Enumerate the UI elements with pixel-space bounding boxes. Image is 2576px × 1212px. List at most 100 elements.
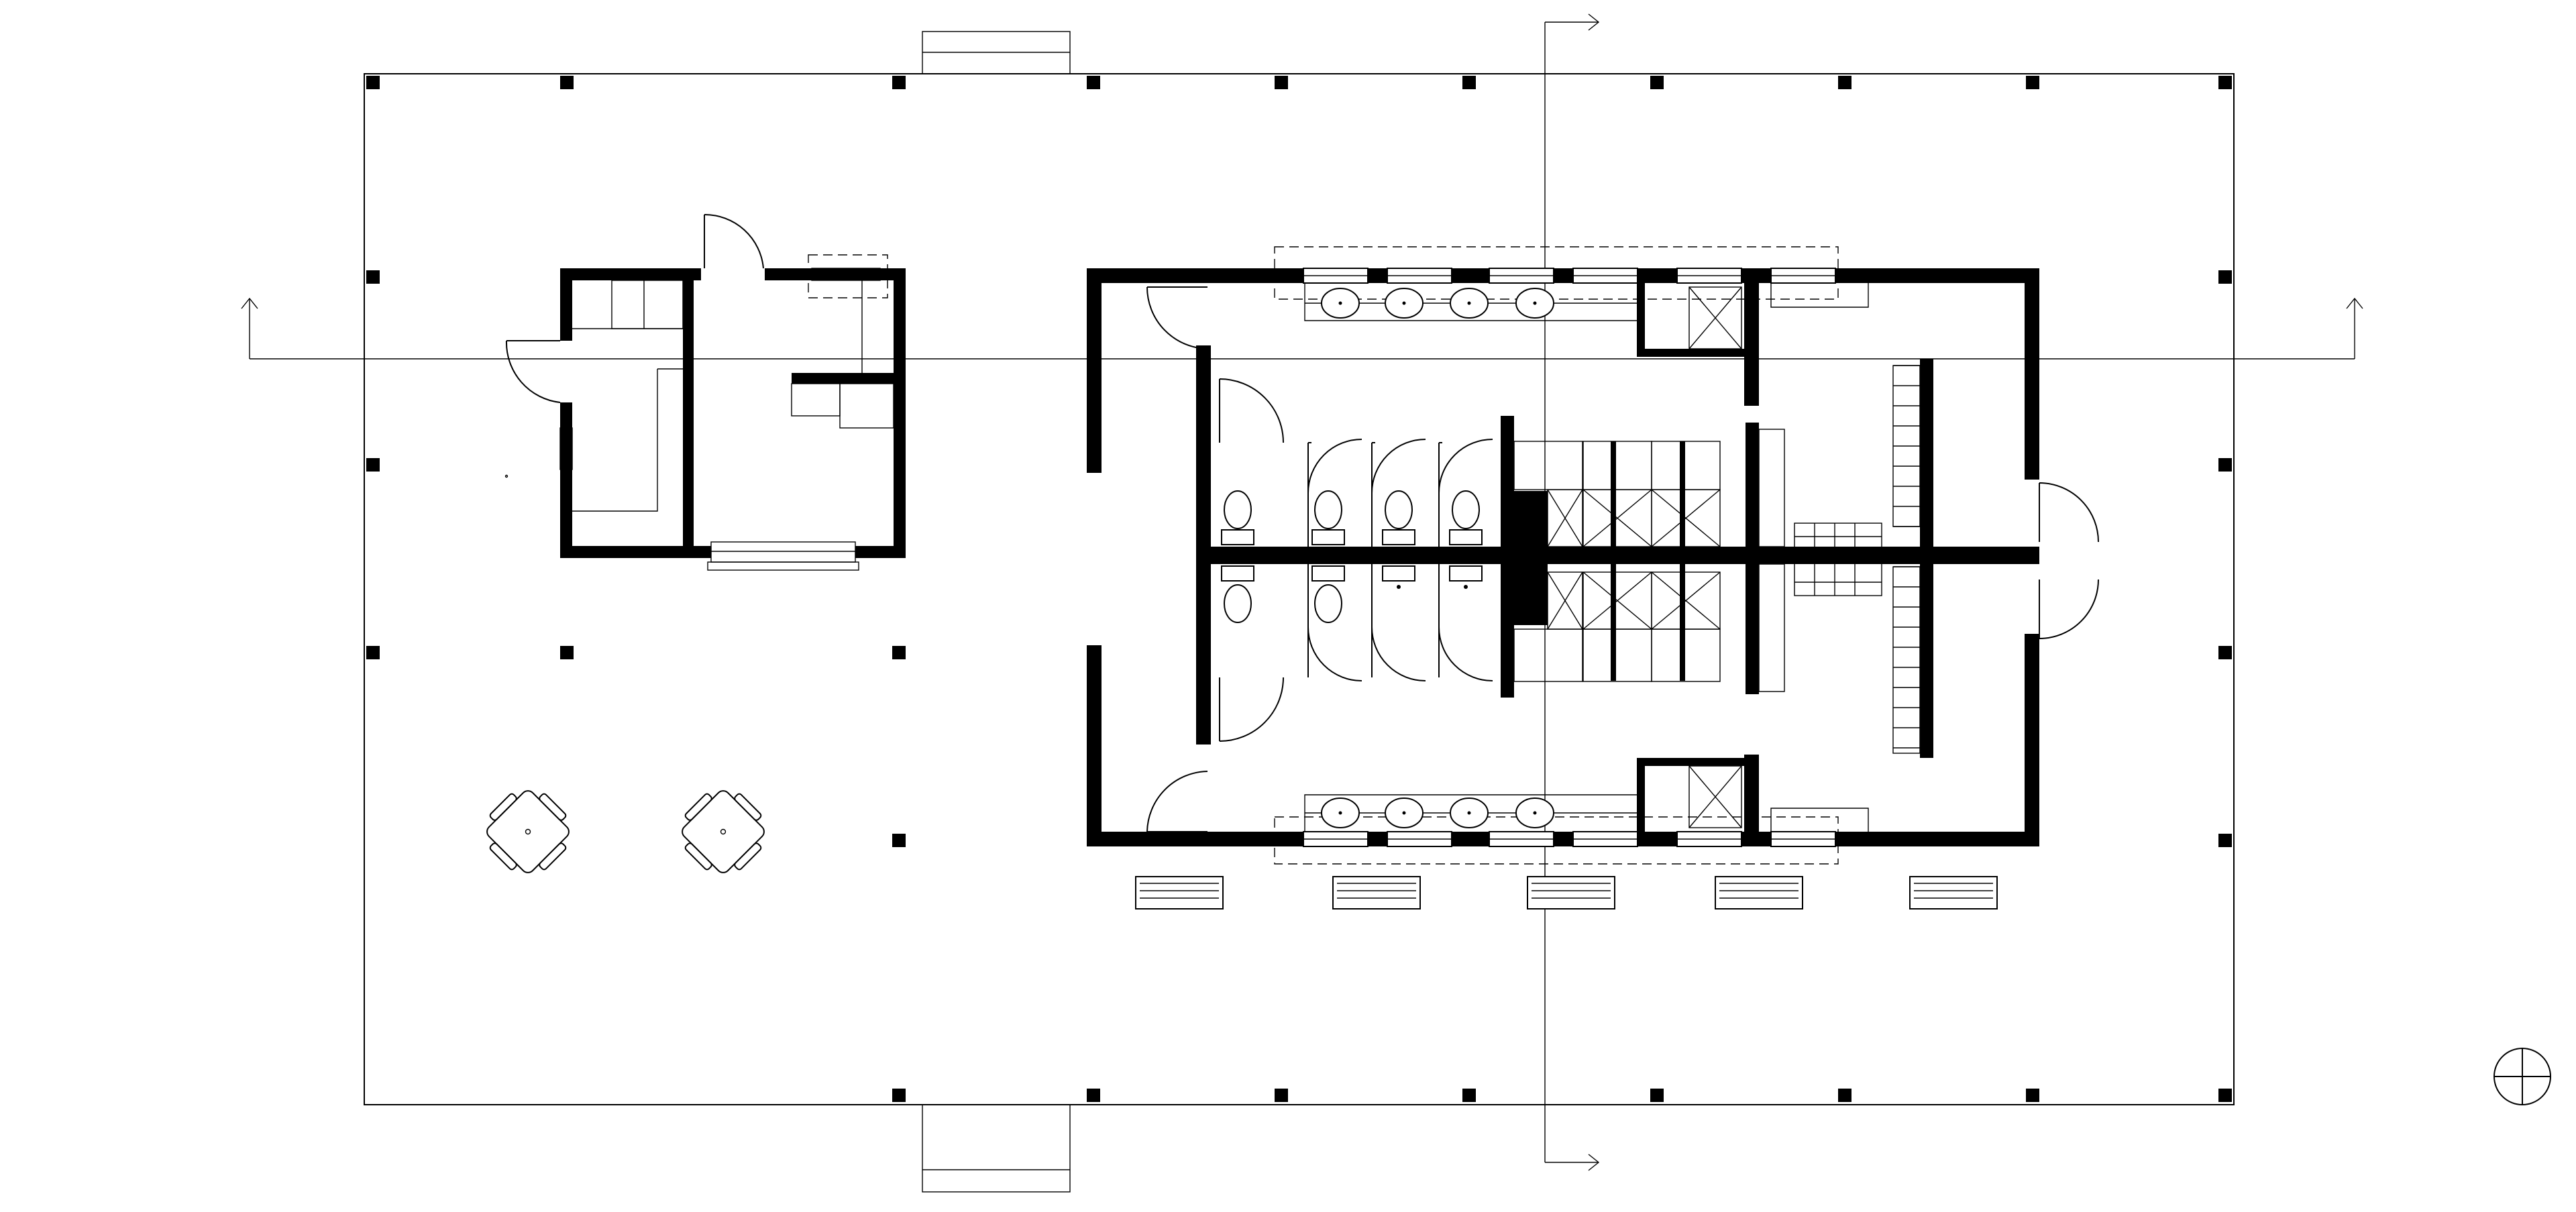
toilet-tank	[1311, 565, 1345, 582]
exit-door-lower	[2039, 579, 2099, 639]
bench	[1332, 876, 1421, 910]
column	[1462, 76, 1476, 89]
column	[560, 76, 574, 89]
locker-cell	[1582, 628, 1652, 682]
service-shaft-upper	[1688, 286, 1742, 349]
table-top	[682, 790, 765, 873]
stall-door-swing	[1307, 626, 1362, 681]
toilets	[1221, 490, 1483, 623]
column	[1275, 1089, 1288, 1102]
locker-cross	[1582, 489, 1652, 547]
chair	[489, 842, 517, 871]
column	[366, 270, 380, 284]
column	[1275, 76, 1288, 89]
column	[2218, 458, 2232, 472]
column	[366, 646, 380, 659]
picnic-table	[486, 790, 570, 873]
storage-lockers	[1513, 441, 1721, 682]
sink-drain	[1467, 811, 1471, 815]
urinal-drain	[1464, 585, 1468, 589]
exit-door-upper	[2039, 482, 2099, 543]
toilet-bowl	[1224, 584, 1252, 623]
sink-drain	[1533, 301, 1537, 305]
service-shaft-lower	[1688, 765, 1742, 828]
column	[1087, 1089, 1100, 1102]
bench	[1527, 876, 1615, 910]
column	[2218, 1089, 2232, 1102]
locker-cell	[1651, 489, 1721, 547]
benches	[1135, 876, 1998, 910]
toilet-bowl	[1314, 584, 1342, 623]
sink-drain	[1402, 301, 1406, 305]
stall-door-swing	[1307, 439, 1362, 494]
section-line-a	[241, 297, 2363, 360]
toilet-tank	[1382, 565, 1415, 582]
shelf-upper	[1758, 429, 1785, 547]
locker-divider	[1611, 441, 1616, 681]
chair	[684, 793, 712, 821]
entry-door-upper	[1146, 286, 1208, 349]
table-center	[720, 828, 727, 835]
toilet-tank	[1221, 529, 1254, 545]
bench	[1715, 876, 1803, 910]
column	[1650, 1089, 1664, 1102]
locker-cell	[1513, 628, 1583, 682]
entry-steps-bottom	[922, 1104, 1071, 1193]
stairs	[1794, 365, 1921, 754]
column	[1838, 76, 1851, 89]
toilet-tank	[1311, 529, 1345, 545]
column	[2026, 1089, 2039, 1102]
toilet-tank	[1449, 529, 1483, 545]
column	[366, 458, 380, 472]
upper-canopy-dashed	[1274, 246, 1839, 300]
column	[366, 76, 380, 89]
locker-divider	[1680, 441, 1685, 681]
column	[2218, 76, 2232, 89]
column	[1462, 1089, 1476, 1102]
canopy-outline	[364, 73, 2235, 1105]
locker-cross	[1547, 489, 1583, 547]
stall-partitions	[1307, 439, 1493, 681]
locker-cell	[1582, 441, 1652, 490]
column	[892, 76, 906, 89]
column	[2218, 646, 2232, 659]
picnic-table	[682, 790, 765, 873]
column	[892, 834, 906, 847]
chair	[489, 793, 517, 821]
entry-steps-top	[922, 31, 1071, 74]
locker-cell	[1547, 489, 1583, 547]
locker-cross	[1582, 571, 1652, 630]
column	[1838, 1089, 1851, 1102]
toilet-bowl	[1224, 490, 1252, 529]
sink-drain	[1338, 301, 1342, 305]
bench	[1909, 876, 1998, 910]
column	[892, 1089, 906, 1102]
stall-door-swing	[1438, 439, 1493, 494]
shelf-lower	[1758, 563, 1785, 692]
locker-cross	[1651, 489, 1721, 547]
sink-drain	[1338, 811, 1342, 815]
toilet-bowl	[1452, 490, 1480, 529]
stall-door-swing	[1438, 626, 1493, 681]
column	[1087, 76, 1100, 89]
column	[2218, 270, 2232, 284]
sink-drain	[1402, 811, 1406, 815]
locker-cell	[1513, 441, 1583, 490]
entry-door-lower	[1146, 771, 1208, 832]
picnic-tables	[486, 790, 765, 873]
column	[1650, 76, 1664, 89]
locker-cell	[1651, 628, 1721, 682]
chair	[734, 842, 762, 871]
column	[2026, 76, 2039, 89]
toilet-tank	[1382, 529, 1415, 545]
stair-run	[1892, 566, 1921, 754]
column	[892, 646, 906, 659]
sink-drain	[1533, 811, 1537, 815]
lower-canopy-dashed	[1274, 816, 1839, 865]
locker-cross	[1651, 571, 1721, 630]
urinal-drain	[1397, 585, 1401, 589]
accessible-stall-doors	[1219, 378, 1284, 742]
stall-door-swing	[1371, 439, 1426, 494]
chair	[539, 793, 567, 821]
